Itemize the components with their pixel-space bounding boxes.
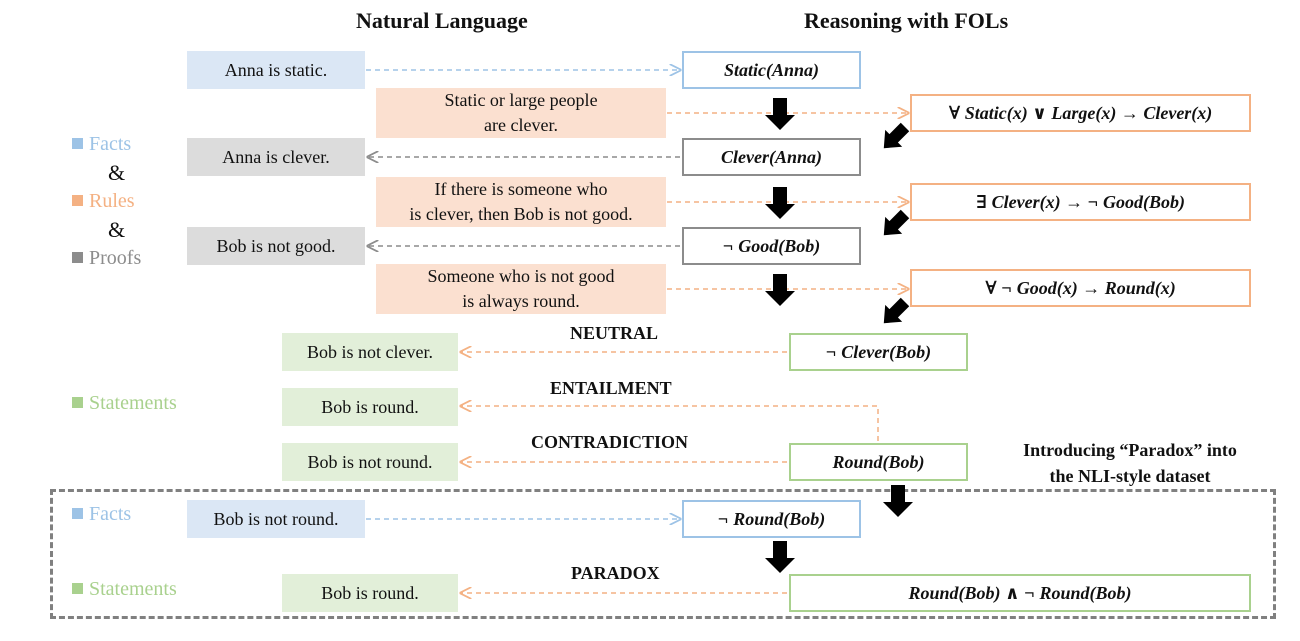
down-arrow-1 [765, 98, 795, 130]
fol-rule-3: ∀ ¬ Good(x) → Round(x) [910, 269, 1251, 307]
rule-3-line1: Someone who is not good [427, 266, 615, 286]
fol-not-good-bob: ¬ Good(Bob) [682, 227, 861, 265]
fact-anna-static: Anna is static. [187, 51, 365, 89]
label-paradox: PARADOX [571, 563, 660, 583]
diag-arrow-2 [883, 209, 910, 236]
proof-anna-clever: Anna is clever. [187, 138, 365, 176]
down-arrow-2 [765, 187, 795, 219]
fol-rule-1-text: ∀ Static(x) ∨ Large(x) → Clever(x) [948, 102, 1213, 123]
paradox-legend-facts-swatch [72, 508, 83, 519]
paradox-statement-bob-round: Bob is round. [282, 574, 458, 612]
fol-not-good-bob-text: ¬ Good(Bob) [722, 235, 821, 256]
rule-1-line2: are clever. [484, 115, 558, 135]
statement-bob-round: Bob is round. [282, 388, 458, 426]
statement-bob-not-clever: Bob is not clever. [282, 333, 458, 371]
legend-statements-label: Statements [89, 392, 177, 414]
down-arrow-5 [765, 541, 795, 573]
fol-static-anna: Static(Anna) [682, 51, 861, 89]
legend-proofs: Proofs [72, 247, 141, 270]
fol-rule-3-text: ∀ ¬ Good(x) → Round(x) [985, 277, 1176, 298]
legend-rules-label: Rules [89, 190, 135, 212]
paradox-legend-facts-label: Facts [89, 503, 132, 525]
paradox-legend-statements: Statements [72, 578, 177, 601]
paradox-note-line2: the NLI-style dataset [1049, 466, 1211, 486]
legend-facts-label: Facts [89, 133, 132, 155]
legend-facts-swatch [72, 138, 83, 149]
rule-1-text: Static or large people are clever. [376, 88, 666, 138]
paradox-region [50, 489, 1276, 619]
fol-not-clever-bob: ¬ Clever(Bob) [789, 333, 968, 371]
paradox-note-line1: Introducing “Paradox” into [1023, 440, 1237, 460]
legend-ampersand-1: & [108, 160, 126, 185]
down-arrow-3 [765, 274, 795, 306]
legend-rules-swatch [72, 195, 83, 206]
rule-1-line1: Static or large people [444, 90, 598, 110]
fol-clever-anna: Clever(Anna) [682, 138, 861, 176]
proof-bob-not-good: Bob is not good. [187, 227, 365, 265]
diag-arrow-1 [883, 122, 910, 149]
rule-2-text: If there is someone who is clever, then … [376, 177, 666, 227]
paradox-legend-statements-swatch [72, 583, 83, 594]
fol-paradox-result-text: Round(Bob) ∧ ¬ Round(Bob) [908, 582, 1132, 603]
fol-not-clever-bob-text: ¬ Clever(Bob) [825, 341, 932, 362]
legend-proofs-swatch [72, 252, 83, 263]
fol-round-bob: Round(Bob) [789, 443, 968, 481]
rule-2-line1: If there is someone who [434, 179, 608, 199]
paradox-legend-statements-label: Statements [89, 578, 177, 600]
rule-2-line2: is clever, then Bob is not good. [409, 204, 633, 224]
label-neutral: NEUTRAL [570, 323, 659, 343]
legend-statements-swatch [72, 397, 83, 408]
legend-ampersand-2: & [108, 217, 126, 242]
fol-rule-1: ∀ Static(x) ∨ Large(x) → Clever(x) [910, 94, 1251, 132]
fol-round-bob-text: Round(Bob) [832, 451, 925, 472]
label-entailment: ENTAILMENT [550, 378, 672, 398]
fol-rule-2: ∃ Clever(x) → ¬ Good(Bob) [910, 183, 1251, 221]
diag-arrow-3 [883, 297, 910, 324]
connector-entailment [461, 406, 879, 441]
paradox-legend-facts: Facts [72, 503, 131, 526]
header-natural-language: Natural Language [356, 8, 528, 33]
legend-rules: Rules [72, 190, 135, 213]
fol-rule-2-text: ∃ Clever(x) → ¬ Good(Bob) [975, 191, 1186, 212]
legend-proofs-label: Proofs [89, 247, 142, 269]
fol-not-round-bob: ¬ Round(Bob) [682, 500, 861, 538]
statement-bob-not-round: Bob is not round. [282, 443, 458, 481]
legend-statements: Statements [72, 392, 177, 415]
rule-3-text: Someone who is not good is always round. [376, 264, 666, 314]
fol-not-round-bob-text: ¬ Round(Bob) [717, 508, 826, 529]
paradox-fact-bob-not-round: Bob is not round. [187, 500, 365, 538]
header-reasoning-fols: Reasoning with FOLs [804, 8, 1009, 33]
fol-paradox-result: Round(Bob) ∧ ¬ Round(Bob) [789, 574, 1251, 612]
down-arrow-4 [883, 485, 913, 517]
legend-facts: Facts [72, 133, 131, 156]
paradox-note: Introducing “Paradox” into the NLI-style… [990, 437, 1270, 489]
rule-3-line2: is always round. [462, 291, 580, 311]
label-contradiction: CONTRADICTION [531, 432, 689, 452]
